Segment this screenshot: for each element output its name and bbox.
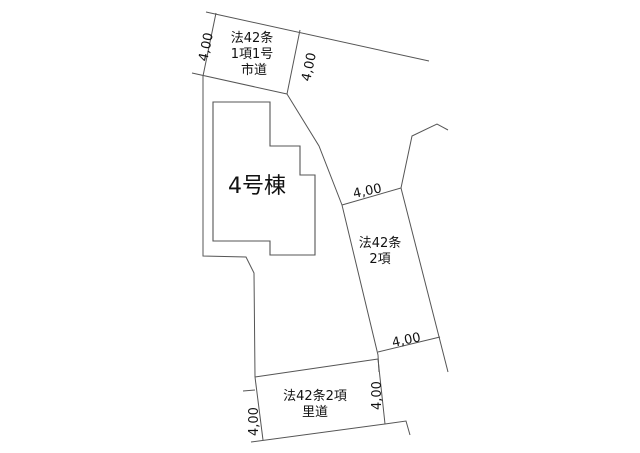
road-bottom-label-2: 里道 [302, 405, 328, 420]
road-top-label-3: 市道 [241, 62, 267, 78]
road-top-upper-edge [205, 11, 430, 62]
road-bottom-label-1: 法42条2項 [283, 388, 347, 404]
lot-boundary-left [202, 76, 256, 378]
road-top-width-right: 4,00 [299, 51, 320, 82]
road-top-lower-edge [191, 72, 288, 95]
road-top-width-left: 4,00 [196, 31, 217, 62]
road-bottom-width-left: 4,00 [247, 407, 262, 436]
road-bottom-width-right: 4,00 [370, 381, 385, 410]
road-right-width-line-bottom [377, 336, 441, 353]
building-label: 4号棟 [228, 174, 286, 199]
road-top-width-line-right [286, 29, 301, 95]
lot-boundary-right [286, 93, 380, 373]
road-top-label-2: 1項1号 [231, 47, 274, 62]
road-bottom-width-line-left [254, 376, 264, 441]
road-right-label-2: 2項 [369, 252, 390, 267]
road-top-label-1: 法42条 [231, 30, 274, 46]
road-right-width-bottom: 4,00 [391, 330, 422, 351]
building-4: 4号棟 [212, 101, 316, 256]
road-top-width-line-left [202, 12, 217, 77]
road-right-right-edge [400, 187, 449, 373]
road-right-label-1: 法42条 [359, 235, 402, 251]
road-right: 法42条 2項 4,00 4,00 [341, 123, 449, 373]
road-right-width-top: 4,00 [352, 181, 383, 202]
road-top: 法42条 1項1号 市道 4,00 4,00 [191, 11, 430, 95]
road-bottom-upper-edge-stub [242, 389, 256, 392]
road-bottom-width-line-right [377, 358, 386, 425]
road-right-upper-edge [341, 123, 449, 206]
building-outline [212, 101, 316, 256]
road-bottom-upper-edge [254, 358, 379, 378]
road-bottom-lower-edge [250, 420, 411, 443]
road-bottom: 法42条2項 里道 4,00 4,00 [242, 358, 411, 443]
